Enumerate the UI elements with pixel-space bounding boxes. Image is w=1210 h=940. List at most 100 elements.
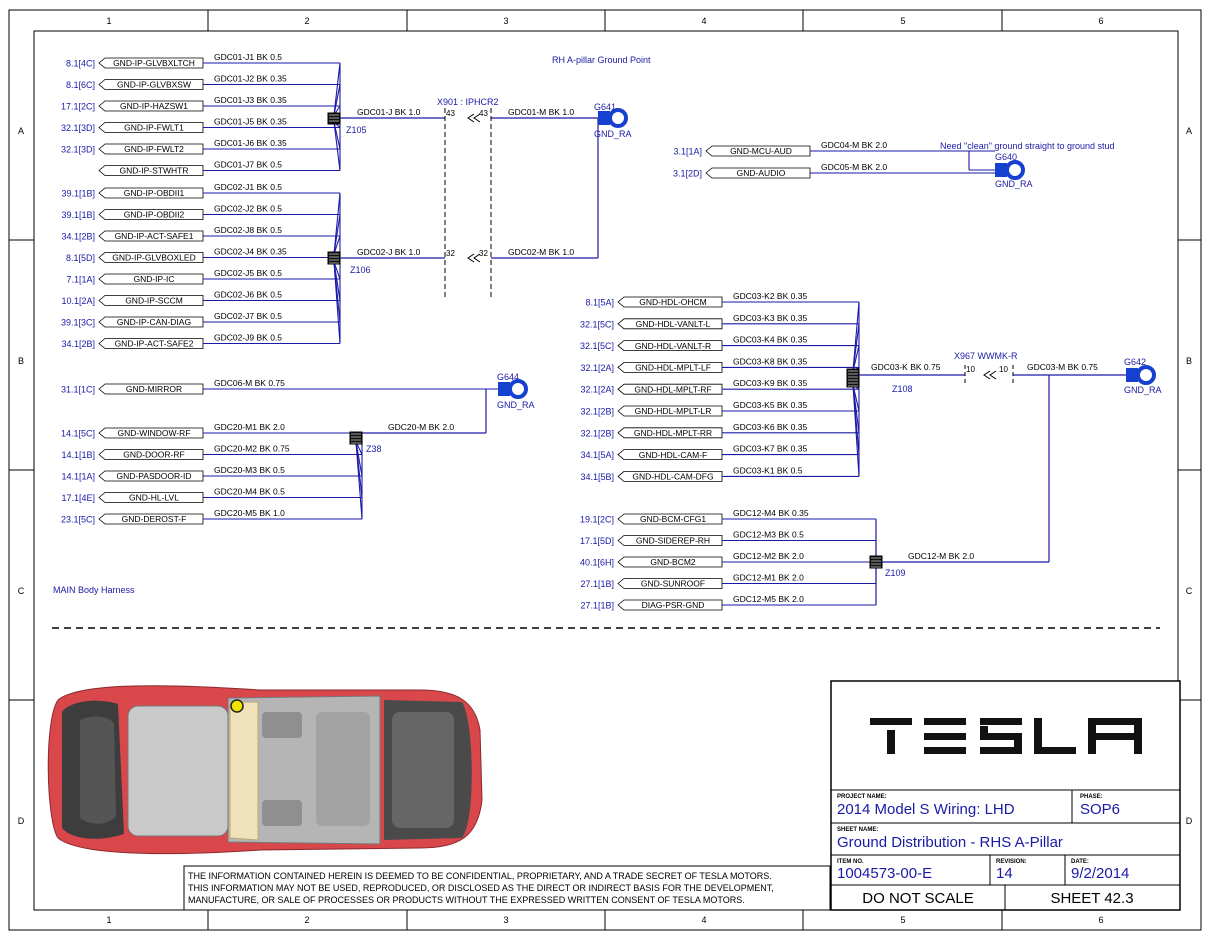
- wire-label: GDC01-J2 BK 0.35: [214, 74, 287, 84]
- splice-fan-line: [852, 384, 860, 477]
- date-label: DATE:: [1071, 859, 1089, 865]
- trunk-label-gdc12-m: GDC12-M BK 2.0: [908, 551, 974, 561]
- zone-reference: 8.1[6C]: [66, 80, 95, 90]
- zone-col-6-bottom: 6: [1098, 915, 1103, 925]
- g642-id: G642: [1124, 357, 1146, 367]
- wire-label: GDC02-J1 BK 0.5: [214, 182, 282, 192]
- x967-pin-b: 10: [999, 365, 1008, 374]
- splice-fan-line: [852, 345, 860, 372]
- zone-col-1-top: 1: [106, 16, 111, 26]
- ground-tag-label: GND-HDL-MPLT-RR: [634, 428, 712, 438]
- wire-label: GDC01-J7 BK 0.5: [214, 160, 282, 170]
- ground-g644: G644 GND_RA: [497, 372, 535, 410]
- ground-tag-label: GND-BCM2: [650, 557, 696, 567]
- disclaimer-line-3: MANUFACTURE, OR SALE OF PROCESSES OR PRO…: [188, 895, 745, 905]
- g644-type: GND_RA: [497, 400, 535, 410]
- wire-label: GDC01-J3 BK 0.35: [214, 95, 287, 105]
- wire-label: GDC02-J7 BK 0.5: [214, 311, 282, 321]
- phase-label: PHASE:: [1080, 794, 1103, 800]
- zone-reference: 3.1[2D]: [673, 169, 702, 179]
- trunk-label-gdc01-j: GDC01-J BK 1.0: [357, 107, 421, 117]
- splice-z105-label: Z105: [346, 125, 367, 135]
- wire-label: GDC20-M5 BK 1.0: [214, 508, 285, 518]
- ground-tag-label: GND-HDL-OHCM: [639, 297, 707, 307]
- x967-label: X967 WWMK-R: [954, 351, 1018, 361]
- zone-reference: 27.1[1B]: [580, 601, 614, 611]
- x901-pin-43-b: 43: [479, 109, 488, 118]
- tesla-logo: [870, 718, 1142, 754]
- ground-tag-label: GND-MCU-AUD: [730, 146, 792, 156]
- wire-label: GDC12-M3 BK 0.5: [733, 530, 804, 540]
- zone-row-a-left: A: [18, 126, 24, 136]
- ground-tag-label: GND-HDL-MPLT-LF: [635, 363, 711, 373]
- phase-value: SOP6: [1080, 801, 1120, 818]
- wire-label: GDC02-J8 BK 0.5: [214, 225, 282, 235]
- wire-label: GDC05-M BK 2.0: [821, 162, 887, 172]
- wire-label: GDC03-K9 BK 0.35: [733, 378, 807, 388]
- ground-tag-label: GND-DEROST-F: [122, 514, 187, 524]
- wire-row: 39.1[3C] GND-IP-CAN-DIAG GDC02-J7 BK 0.5: [61, 261, 341, 328]
- zone-reference: 8.1[5A]: [585, 298, 614, 308]
- wire-label: GDC02-J4 BK 0.35: [214, 247, 287, 257]
- wire-label: GDC04-M BK 2.0: [821, 140, 887, 150]
- zone-reference: 19.1[2C]: [580, 515, 614, 525]
- wire-label: GDC20-M3 BK 0.5: [214, 465, 285, 475]
- ground-location-marker: [230, 699, 244, 713]
- ground-tag-label: GND-IP-GLVBXSW: [117, 80, 191, 90]
- ground-tag-label: GND-IP-CAN-DIAG: [117, 317, 191, 327]
- trunk-lines: [340, 117, 1126, 563]
- ground-tag-label: DIAG-PSR-GND: [642, 600, 705, 610]
- wire-label: GDC12-M5 BK 2.0: [733, 594, 804, 604]
- zone-row-d-left: D: [18, 816, 25, 826]
- main-harness-note: MAIN Body Harness: [53, 585, 135, 595]
- splice-fan-line: [355, 441, 363, 520]
- ground-tag-label: GND-HDL-CAM-DFG: [632, 472, 713, 482]
- x901-pin-32-b: 32: [479, 249, 488, 258]
- trunk-labels: GDC01-J BK 1.0 GDC01-M BK 1.0 GDC02-J BK…: [357, 107, 1098, 561]
- trunk-label-gdc20-m: GDC20-M BK 2.0: [388, 422, 454, 432]
- revision-value: 14: [996, 865, 1013, 882]
- zone-reference: 39.1[3C]: [61, 318, 95, 328]
- disclaimer-box: THE INFORMATION CONTAINED HEREIN IS DEEM…: [183, 865, 831, 911]
- zone-reference: 32.1[2A]: [580, 385, 614, 395]
- ground-tag-label: GND-IP-OBDII1: [124, 188, 185, 198]
- splice-z108: [846, 368, 860, 388]
- project-name: 2014 Model S Wiring: LHD: [837, 801, 1015, 818]
- wire-label: GDC01-J5 BK 0.35: [214, 117, 287, 127]
- splice-fan-line: [333, 214, 341, 255]
- ground-tag-label: GND-IP-FWLT1: [124, 123, 184, 133]
- wire-label: GDC02-J5 BK 0.5: [214, 268, 282, 278]
- zone-reference: 32.1[5C]: [580, 319, 614, 329]
- ground-tag-label: GND-WINDOW-RF: [117, 428, 190, 438]
- x901-pin-43-a: 43: [446, 109, 455, 118]
- ground-tag-label: GND-HDL-CAM-F: [639, 450, 707, 460]
- zone-row-a-right: A: [1186, 126, 1192, 136]
- item-no: 1004573-00-E: [837, 865, 932, 882]
- g641-id: G641: [594, 102, 616, 112]
- ground-g640: G640 GND_RA: [995, 152, 1033, 189]
- zone-reference: 3.1[1A]: [673, 147, 702, 157]
- splice-labels: Z105 Z106 Z38 Z108 Z109: [346, 125, 913, 578]
- zone-reference: 8.1[5D]: [66, 253, 95, 263]
- ground-tag-label: GND-HDL-VANLT-L: [636, 319, 711, 329]
